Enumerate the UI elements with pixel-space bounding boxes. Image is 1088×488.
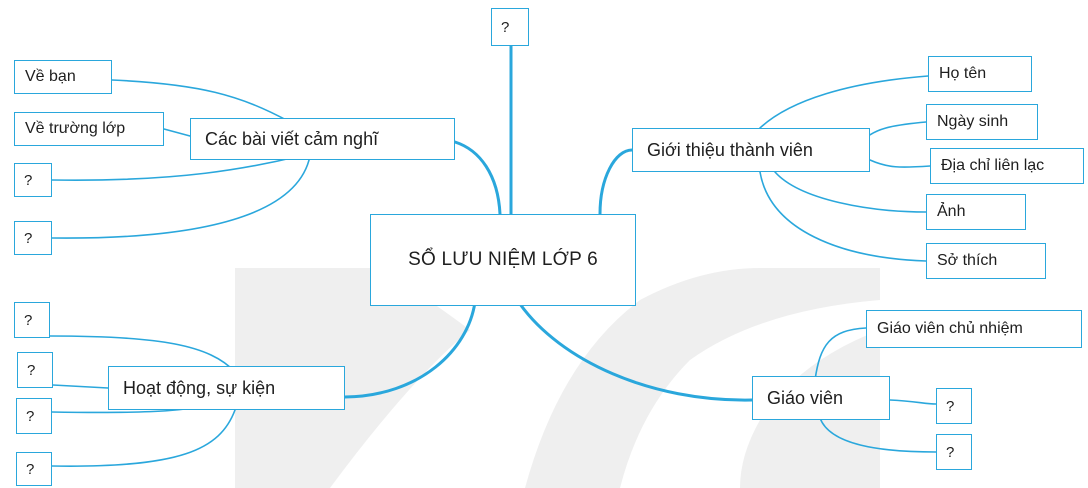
branch-reflections: Các bài viết cảm nghĩ	[190, 118, 455, 160]
connector-teachers	[518, 302, 754, 402]
top-placeholder-node: ?	[491, 8, 529, 46]
center-node: SỔ LƯU NIỆM LỚP 6	[370, 214, 636, 306]
members-child-birthday: Ngày sinh	[926, 104, 1038, 140]
events-child-placeholder-1: ?	[14, 302, 50, 338]
reflections-child-friends: Về bạn	[14, 60, 112, 94]
reflections-child-school: Về trường lớp	[14, 112, 164, 146]
members-child-hobbies: Sở thích	[926, 243, 1046, 279]
reflections-child-placeholder-1: ?	[14, 163, 52, 197]
events-child-placeholder-4: ?	[16, 452, 52, 486]
connector-events	[343, 300, 477, 399]
teachers-child-placeholder-1: ?	[936, 388, 972, 424]
reflections-child-placeholder-2: ?	[14, 221, 52, 255]
teachers-child-placeholder-2: ?	[936, 434, 972, 470]
connector-members	[598, 148, 634, 216]
branch-events: Hoạt động, sự kiện	[108, 366, 345, 410]
connector-reflections	[453, 140, 502, 216]
branch-teachers: Giáo viên	[752, 376, 890, 420]
teachers-child-homeroom: Giáo viên chủ nhiệm	[866, 310, 1082, 348]
events-child-placeholder-2: ?	[17, 352, 53, 388]
members-child-address: Địa chỉ liên lạc	[930, 148, 1084, 184]
members-child-photo: Ảnh	[926, 194, 1026, 230]
events-child-placeholder-3: ?	[16, 398, 52, 434]
branch-members: Giới thiệu thành viên	[632, 128, 870, 172]
members-child-name: Họ tên	[928, 56, 1032, 92]
